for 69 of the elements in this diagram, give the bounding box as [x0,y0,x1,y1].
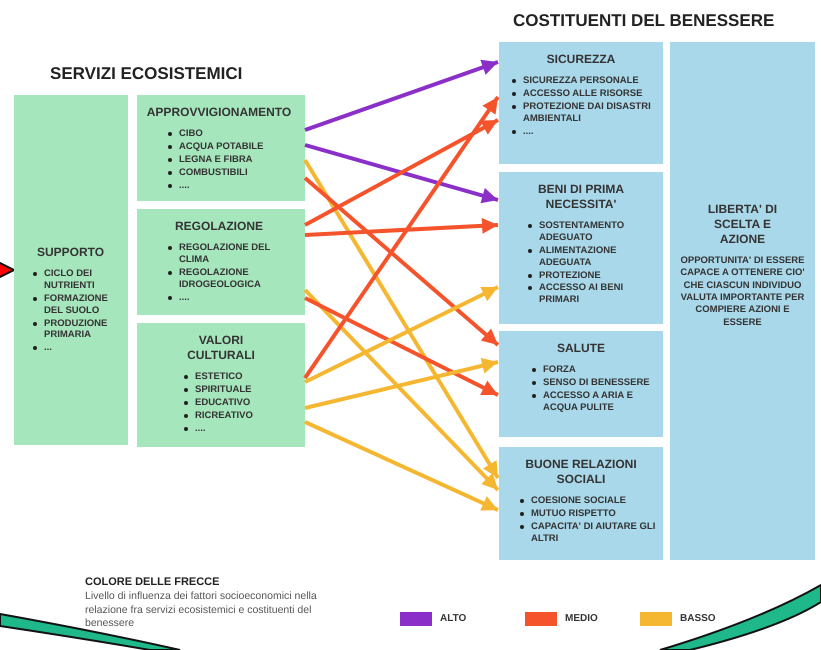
list-item: ACCESSO AI BENI PRIMARI [527,282,657,306]
list-item: ... [32,342,120,354]
legend-text: ALTO [440,613,466,624]
list-item: .... [167,292,297,304]
list-item: MUTUO RISPETTO [519,508,657,520]
list-item: COMBUSTIBILI [167,166,297,178]
list-item: .... [183,422,297,434]
arrow [304,118,499,227]
arrow [304,60,499,132]
list-item: SENSO DI BENESSERE [531,376,657,389]
list-item: .... [511,126,657,138]
service-box [137,209,305,315]
list-item: CAPACITA' DI AIUTARE GLI ALTRI [519,520,657,544]
arrow [303,158,500,480]
arrow [304,218,498,237]
wellbeing-box [499,42,663,164]
list-item: PROTEZIONE DAI DISASTRI AMBIENTALI [511,100,657,124]
list-item: LEGNA E FIBRA [167,154,297,166]
list-item: REGOLAZIONE IDROGEOLOGICA [167,266,297,290]
legend-title: COLORE DELLE FRECCE [85,575,220,590]
legend-text: BASSO [680,613,716,624]
arrow [304,420,499,512]
list-item: FORMAZIONE DEL SUOLO [32,292,120,316]
arrow [304,285,499,384]
arrow [304,176,500,347]
wellbeing-box [670,42,815,560]
list-item: CICLO DEI NUTRIENTI [32,268,120,292]
list-item: SPIRITUALE [183,384,297,396]
arrow [304,296,499,397]
list-item: ESTETICO [183,371,297,383]
list-item: .... [167,180,297,192]
list-item: PROTEZIONE [527,270,657,282]
list-item: EDUCATIVO [183,396,297,409]
list-item: SOSTENTAMENTO ADEGUATO [527,220,657,244]
box-heading: BENI DI PRIMA NECESSITA' [536,182,625,212]
box-heading: SUPPORTO [36,245,106,260]
arrow [304,358,498,410]
list-item: SICUREZZA PERSONALE [511,75,657,87]
box-heading: REGOLAZIONE [174,219,264,234]
box-heading: APPROVVIGIONAMENTO [146,105,292,120]
list-item: CIBO [167,128,297,140]
legend-description: Livello di influenza dei fattori socioeconomici nella relazione fra servizi ecosistemici e costituenti del benessere [85,590,318,631]
wellbeing-box [499,331,663,437]
section-title: COSTITUENTI DEL BENESSERE [513,10,776,32]
service-box [14,95,128,445]
list-item: ALIMENTAZIONE ADEGUATA [527,244,657,268]
arrow [303,96,500,380]
legend-text: MEDIO [565,613,598,624]
wellbeing-box [499,447,663,560]
service-box [137,323,305,447]
list-item: ACQUA POTABILE [167,140,297,153]
list-item: REGOLAZIONE DEL CLIMA [167,242,297,266]
list-item: RICREATIVO [183,410,297,422]
service-box [137,95,305,201]
box-heading: SALUTE [556,341,606,356]
list-item: ACCESSO ALLE RISORSE [511,88,657,100]
section-title: SERVIZI ECOSISTEMICI [50,63,244,85]
arrow [304,143,499,204]
box-heading: BUONE RELAZIONI SOCIALI [524,457,638,487]
list-item: COESIONE SOCIALE [519,495,657,507]
arrow [304,288,500,492]
description-text: OPPORTUNITA' DI ESSERE CAPACE A OTTENERE CIO' CHE CIASCUN INDIVIDUO VALUTA IMPORTANTE PER COMPIERE AZIONI E ESSERE [680,255,805,330]
list-item: PRODUZIONE PRIMARIA [32,318,120,342]
box-heading: VALORI CULTURALI [186,333,256,363]
box-heading: LIBERTA' DI SCELTA E AZIONE [706,202,778,247]
wellbeing-box [499,172,663,324]
list-item: FORZA [531,364,657,376]
list-item: ACCESSO A ARIA E ACQUA PULITE [531,390,657,414]
box-heading: SICUREZZA [546,52,616,67]
